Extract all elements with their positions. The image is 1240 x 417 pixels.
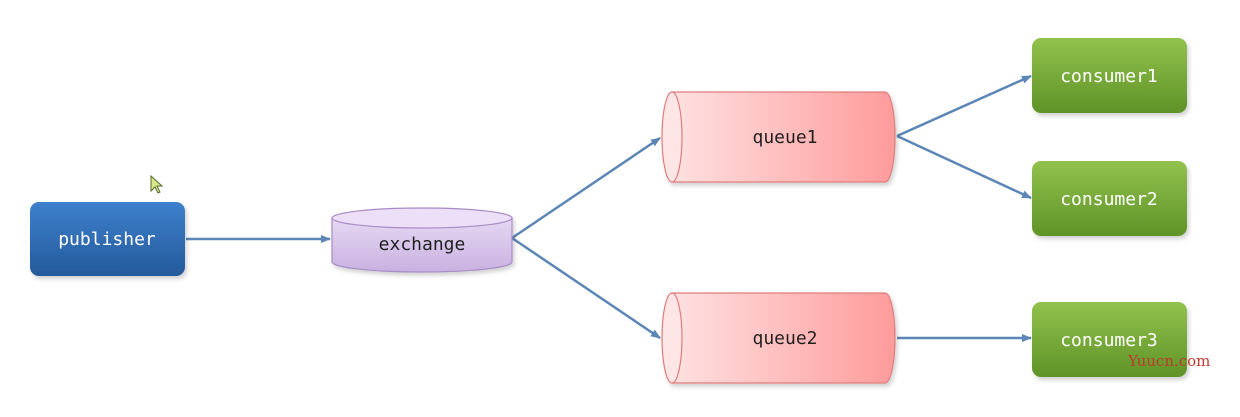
watermark-text: Yuucn.com — [1128, 352, 1211, 370]
arrow-queue1-to-consumer2 — [896, 134, 1032, 200]
arrow-queue1-to-consumer1 — [896, 74, 1032, 138]
consumer1-node — [1032, 38, 1187, 113]
mouse-cursor-icon — [150, 174, 164, 194]
consumer2-label: consumer2 — [1060, 189, 1158, 210]
consumer3-label: consumer3 — [1060, 330, 1158, 351]
exchange-node — [331, 207, 513, 273]
connector-arrows — [186, 74, 1032, 342]
queue2-node — [661, 292, 896, 384]
publisher-label: publisher — [58, 229, 156, 250]
consumer3-node — [1032, 302, 1187, 377]
arrow-exchange-to-queue1 — [511, 136, 661, 240]
consumer2-node — [1032, 161, 1187, 236]
queue1-node — [661, 91, 896, 183]
queue2-label: queue2 — [752, 328, 817, 349]
consumer1-label: consumer1 — [1060, 66, 1158, 87]
exchange-label: exchange — [379, 234, 466, 255]
publisher-node — [30, 202, 185, 276]
queue1-label: queue1 — [752, 127, 817, 148]
arrow-exchange-to-queue2 — [511, 236, 661, 340]
